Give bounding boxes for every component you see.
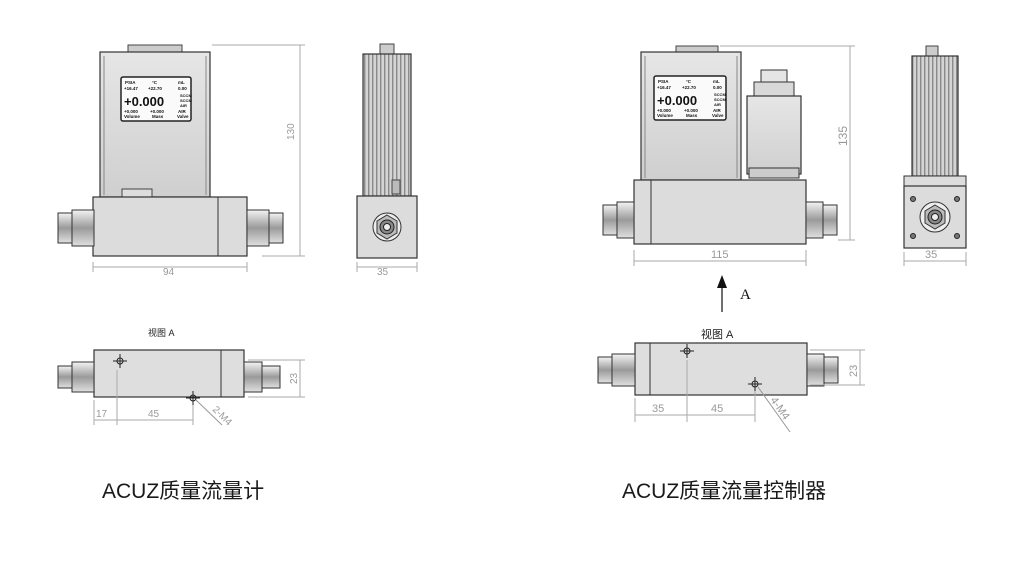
meter-side-view: 35 [356,43,418,278]
lcd-value: +0.000 [657,108,671,113]
lcd-unit: SCCM [180,93,192,98]
meter-caption: ACUZ质量流量计 [102,480,265,503]
lcd-label: Mass [686,113,698,118]
controller-side-view: 35 [903,45,967,266]
lcd-label: Mass [152,114,164,119]
lcd-unit: AIR [714,102,721,107]
lcd-label: Volume [124,114,140,119]
lcd-value: +0.000 [684,108,698,113]
lcd-value: AIR [713,108,722,113]
controller-side-width-dim: 35 [925,249,937,261]
meter-view-label: 视图 A [148,327,175,338]
lcd-label: mL [178,80,185,85]
meter-height-dim: 130 [286,123,297,140]
lcd-value: 0.00 [713,85,722,90]
controller-view-spacing-dim: 45 [711,403,723,415]
meter-side-width-dim: 35 [377,267,389,278]
lcd-unit: SCCM [714,92,726,97]
lcd-value: 0.00 [178,86,187,91]
lcd-unit: AIR [180,103,187,108]
controller-front-view: PSIA °C mL +16.47 +22.70 0.00 +0.000 SCC… [602,45,855,312]
meter-view-spacing-dim: 45 [148,409,160,420]
lcd-value: +16.47 [124,86,138,91]
lcd-value: AIR [178,109,187,114]
lcd-label: Valve [712,113,724,118]
lcd-value: +0.000 [150,109,164,114]
lcd-label: Volume [657,113,673,118]
lcd-label: mL [713,79,720,84]
view-arrow-label: A [740,287,751,303]
lcd-label: °C [152,80,158,85]
meter-view-offset-dim: 17 [96,409,108,420]
meter-view-height-dim: 23 [289,372,300,384]
controller-caption: ACUZ质量流量控制器 [622,480,827,503]
controller-view-height-dim: 23 [848,365,860,377]
lcd-value: +0.000 [124,109,138,114]
lcd-main-value: +0.000 [124,94,164,109]
controller-lcd-display: PSIA °C mL +16.47 +22.70 0.00 +0.000 SCC… [653,75,727,121]
controller-view-label: 视图 A [701,327,734,341]
meter-width-dim: 94 [163,267,175,278]
lcd-value: +22.70 [148,86,162,91]
lcd-unit: SCCM [714,97,726,102]
controller-width-dim: 115 [711,249,729,261]
lcd-value: +16.47 [657,85,671,90]
lcd-value: +22.70 [682,85,696,90]
meter-lcd-display: PSIA °C mL +16.47 +22.70 0.00 +0.000 SCC… [120,76,192,122]
lcd-main-value: +0.000 [657,93,697,108]
lcd-label: °C [686,79,692,84]
lcd-label: PSIA [125,80,136,85]
lcd-unit: SCCM [180,98,192,103]
controller-height-dim: 135 [836,126,850,146]
controller-view-offset-dim: 35 [652,403,664,415]
lcd-label: PSIA [658,79,669,84]
controller-view-a: 视图 A 4-M4 23 35 45 [597,327,865,433]
controller-thread-dim: 4-M4 [768,395,792,422]
meter-front-view: PSIA °C mL +16.47 +22.70 0.00 +0.000 SCC… [57,44,305,278]
meter-view-a: 视图 A 2-M4 23 17 45 [57,327,305,429]
lcd-label: Valve [177,114,189,119]
